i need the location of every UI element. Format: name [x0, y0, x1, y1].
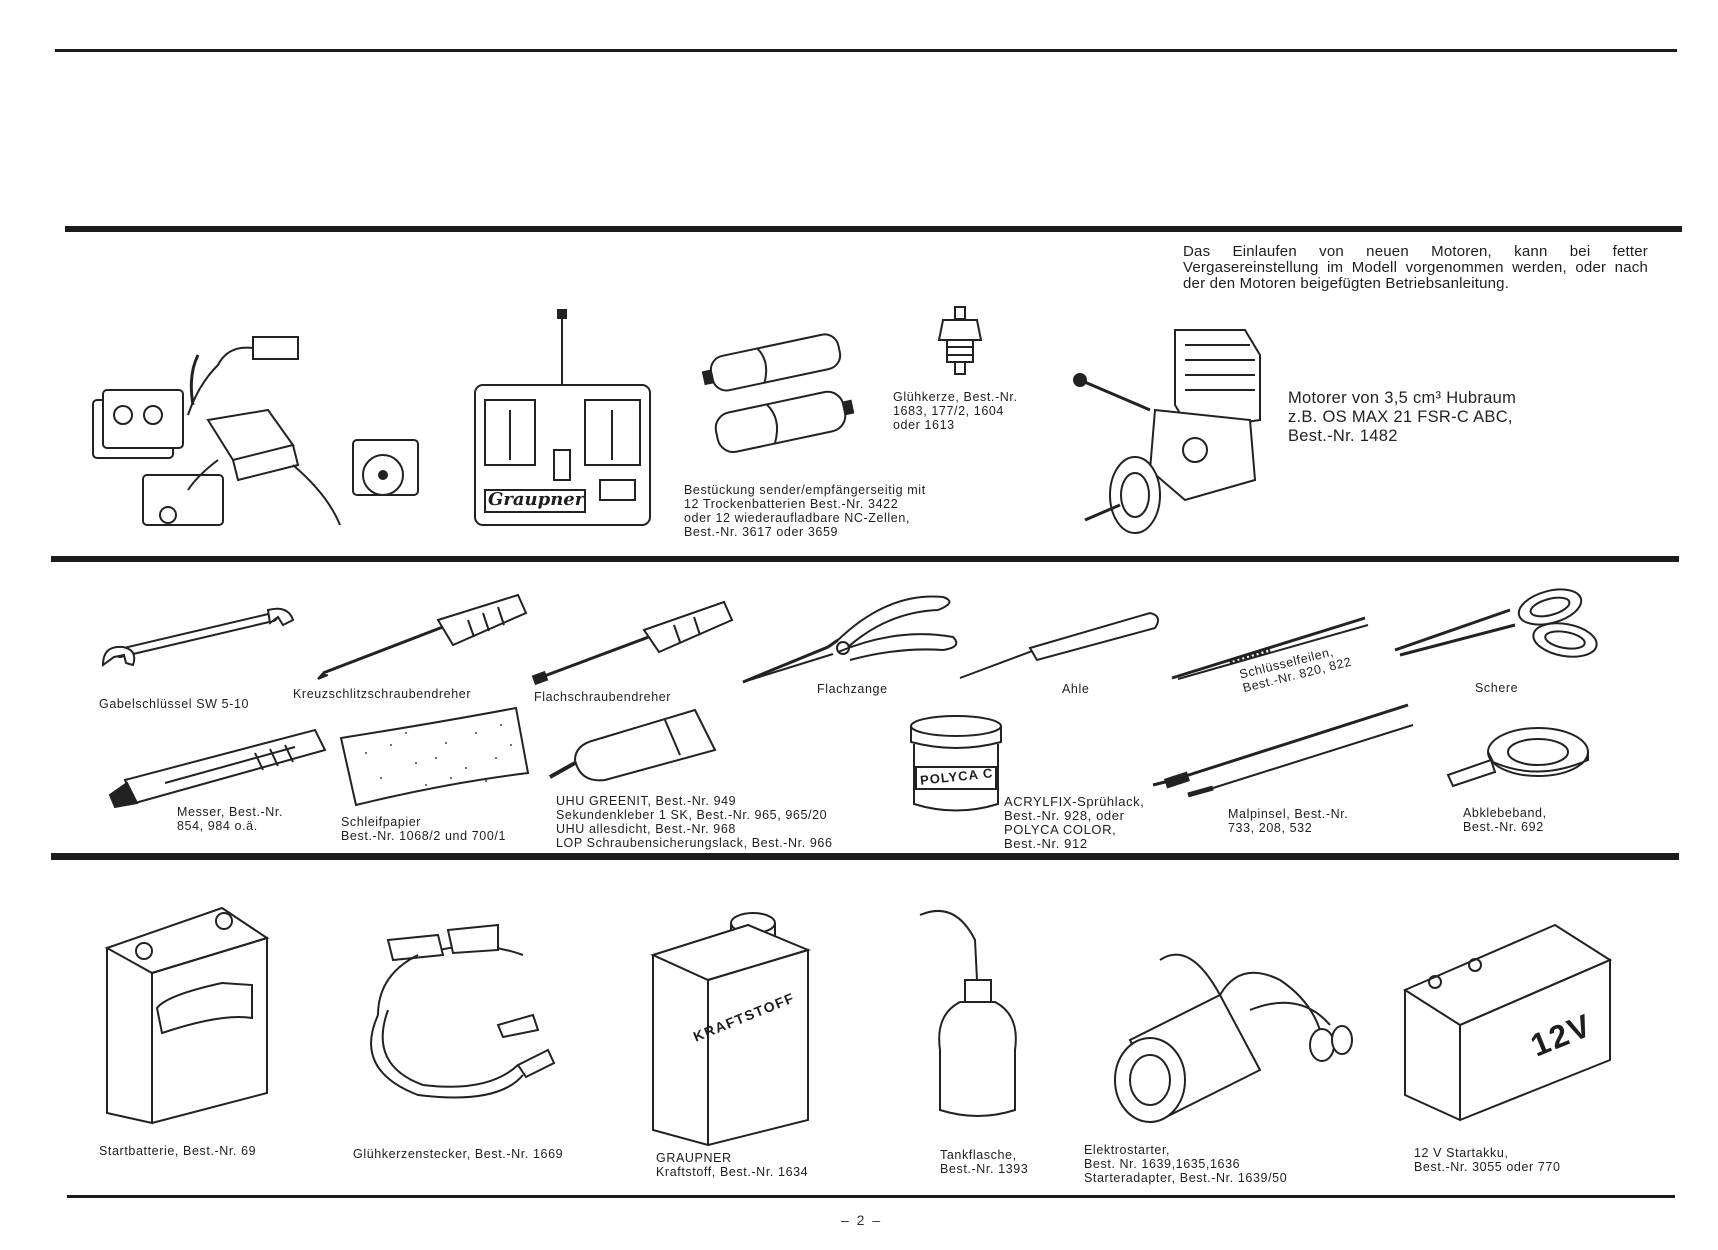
phillips-screwdriver-illustration: [318, 595, 528, 680]
bottom-rule: [67, 1195, 1675, 1198]
starter-battery-illustration: [102, 903, 274, 1128]
glow-plug-illustration: [935, 305, 985, 380]
ahle-label: Ahle: [1062, 682, 1090, 696]
awl-illustration: [955, 608, 1165, 683]
malpinsel-label: Malpinsel, Best.-Nr.733, 208, 532: [1228, 807, 1349, 835]
paint-jar-illustration: [906, 712, 1006, 817]
glue-tube-illustration: [545, 705, 720, 785]
paintbrushes-illustration: [1148, 700, 1418, 800]
needle-files-illustration: [1170, 613, 1370, 683]
flachschrauben-label: Flachschraubendreher: [534, 690, 672, 704]
knife-illustration: [105, 725, 330, 810]
electric-starter-illustration: [1100, 920, 1355, 1130]
engine-illustration: [1075, 310, 1290, 540]
messer-label: Messer, Best.-Nr.854, 984 o.ä.: [177, 805, 284, 833]
intro-paragraph: Das Einlaufen von neuen Motoren, kann be…: [1183, 243, 1648, 292]
servo-illustration: [348, 430, 428, 505]
dry-batteries-illustration: [700, 325, 860, 470]
scissors-illustration: [1390, 585, 1605, 665]
gluehkerzenstecker-label: Glühkerzenstecker, Best.-Nr. 1669: [353, 1147, 564, 1161]
startakku-label: 12 V Startakku,Best.-Nr. 3055 oder 770: [1414, 1146, 1561, 1174]
flat-screwdriver-illustration: [534, 600, 734, 685]
gabelschluessel-label: Gabelschlüssel SW 5-10: [99, 697, 250, 711]
tankflasche-label: Tankflasche,Best.-Nr. 1393: [940, 1148, 1029, 1176]
section-rule-2: [51, 556, 1679, 562]
masking-tape-illustration: [1443, 720, 1593, 790]
starter-accu-illustration: [1400, 920, 1615, 1125]
page-number: – 2 –: [841, 1212, 883, 1228]
transmitter-illustration: [470, 310, 655, 530]
section-rule-3: [51, 853, 1679, 860]
tank-bottle-illustration: [915, 900, 1035, 1125]
startbatterie-label: Startbatterie, Best.-Nr. 69: [99, 1144, 257, 1158]
glow-clip-cable-illustration: [348, 925, 563, 1110]
fuel-can-illustration: [648, 905, 818, 1150]
schere-label: Schere: [1475, 681, 1519, 695]
wrench-illustration: [98, 605, 298, 680]
receiver-servo-set-illustration: [78, 325, 348, 550]
pliers-illustration: [738, 592, 963, 687]
transmitter-brand-logo: Graupner: [488, 489, 585, 510]
top-rule: [55, 49, 1677, 52]
flachzange-label: Flachzange: [817, 682, 888, 696]
abklebeband-label: Abklebeband,Best.-Nr. 692: [1463, 806, 1547, 834]
sandpaper-illustration: [336, 703, 531, 808]
kreuzschlitz-label: Kreuzschlitzschraubendreher: [293, 687, 472, 701]
section-rule-1: [65, 226, 1682, 232]
